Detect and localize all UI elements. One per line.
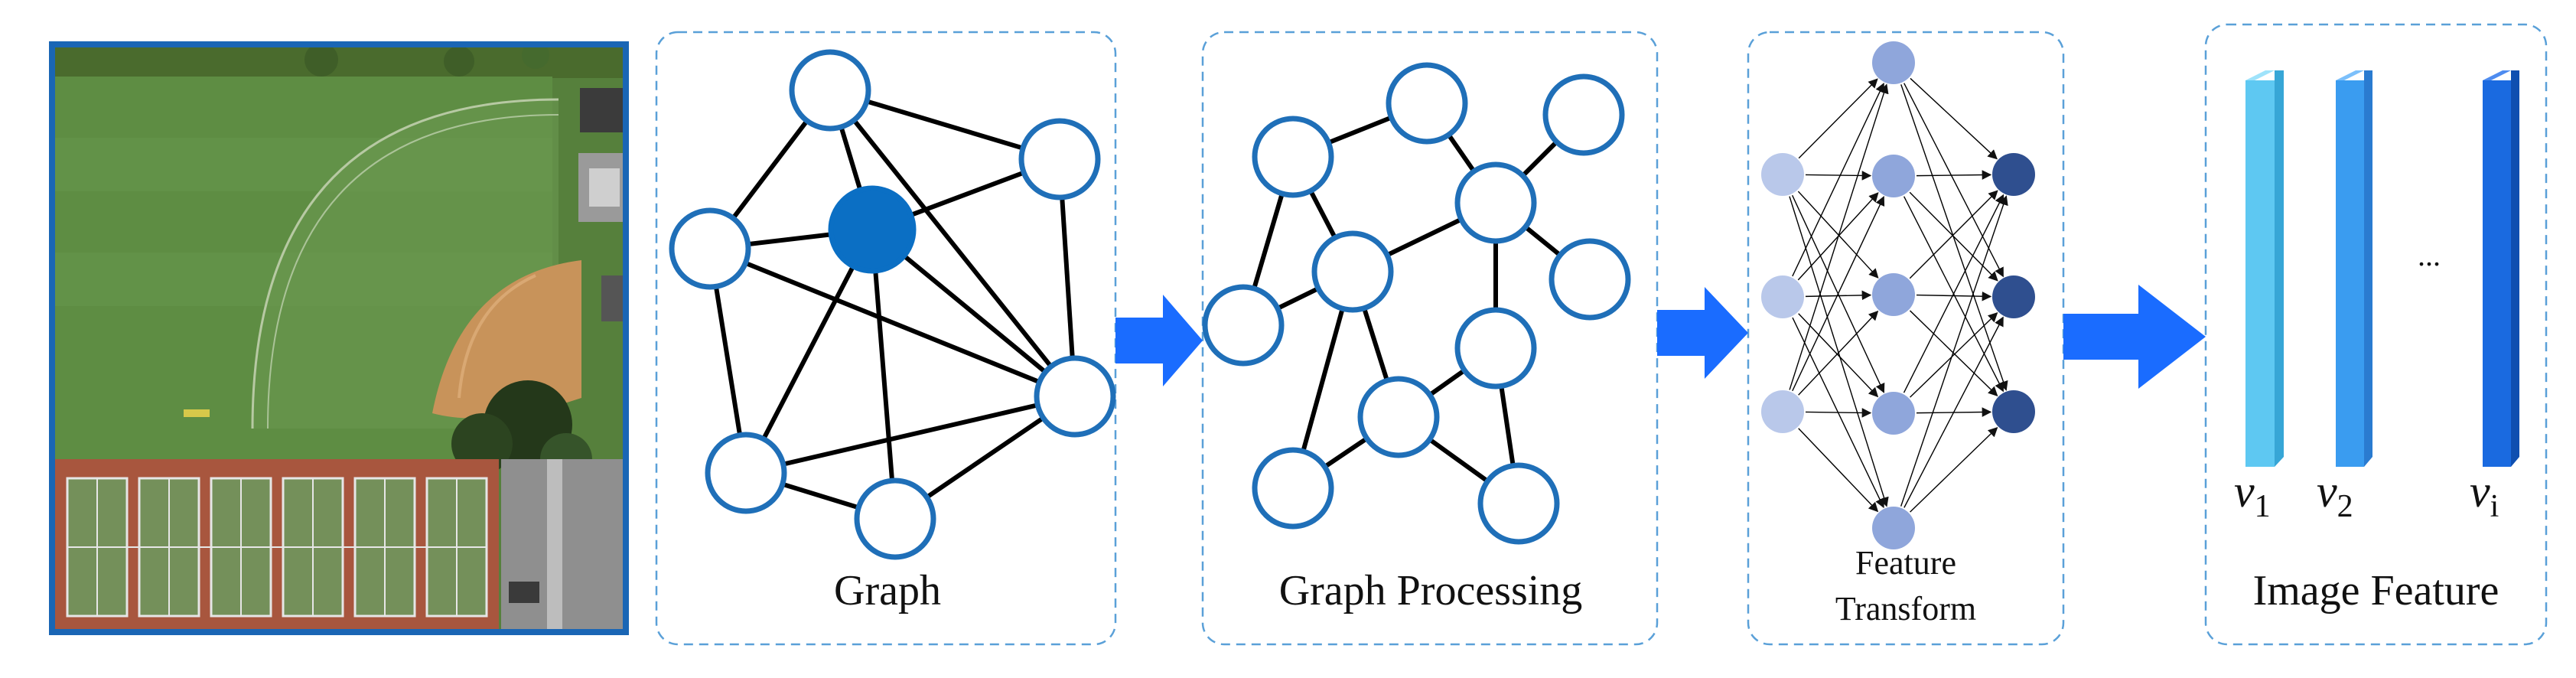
aerial-image — [49, 41, 629, 635]
input-neuron — [1761, 275, 1804, 318]
input-neuron — [1761, 390, 1804, 433]
network-neurons — [1761, 41, 2035, 549]
network-connection — [1789, 196, 1889, 507]
right-arrow-icon — [1115, 295, 1203, 386]
network-connection — [1798, 428, 1879, 513]
network-connection — [1792, 196, 1885, 392]
processing-panel-frame — [1201, 31, 1659, 646]
network-connection — [1805, 290, 1872, 301]
output-neuron — [1992, 390, 2035, 433]
hidden-neuron — [1872, 392, 1915, 435]
network-connection — [1805, 171, 1872, 181]
network-connection — [1909, 191, 1998, 282]
right-arrow-icon — [1657, 287, 1748, 379]
output-neuron — [1992, 275, 2035, 318]
processing-node — [1357, 376, 1440, 458]
hidden-neuron — [1872, 507, 1915, 549]
network-connection — [1789, 83, 1889, 390]
graph-edge — [708, 246, 1076, 399]
network-connection — [1798, 310, 1879, 396]
network-connection — [1910, 311, 1998, 398]
flow-arrows — [1115, 285, 2206, 389]
network-connection — [1904, 316, 2004, 508]
processing-node — [1549, 238, 1631, 321]
processing-node — [1252, 447, 1334, 530]
transform-label-line1: Feature — [1855, 544, 1956, 582]
graph-node — [789, 49, 871, 132]
processing-nodes — [1202, 62, 1631, 545]
processing-node — [1252, 116, 1334, 198]
feature-vector-2 — [2336, 70, 2372, 467]
network-connection — [1916, 291, 1992, 302]
selected-graph-node — [828, 185, 917, 274]
hidden-neuron — [1872, 273, 1915, 316]
vector-label-i: vi — [2470, 466, 2499, 524]
vector-label-1: v1 — [2234, 466, 2271, 524]
processing-node — [1542, 73, 1625, 156]
image-feature-panel-frame — [2204, 23, 2548, 646]
network-connection — [1904, 83, 2004, 278]
network-connection — [1909, 190, 1998, 279]
graph-node — [705, 432, 787, 514]
processing-node — [1386, 62, 1468, 145]
graph-label: Graph — [834, 567, 941, 614]
graph-edge — [828, 89, 1077, 398]
processing-node — [1454, 307, 1537, 390]
graph-edge — [745, 394, 1076, 475]
network-connection — [1909, 310, 1998, 396]
graph-node — [1018, 118, 1101, 200]
processing-node — [1202, 284, 1285, 367]
network-connection — [1903, 194, 2004, 393]
hidden-neuron — [1872, 41, 1915, 84]
network-connection — [1900, 195, 2008, 507]
processing-label: Graph Processing — [1278, 567, 1583, 614]
network-connection — [1910, 77, 1998, 160]
graph-node — [669, 207, 751, 290]
processing-node — [1454, 161, 1537, 244]
hidden-neuron — [1872, 155, 1915, 197]
image-feature-label: Image Feature — [2252, 567, 2499, 614]
graph-panel-frame — [655, 31, 1117, 646]
input-neuron — [1761, 153, 1804, 196]
network-connection — [1798, 78, 1878, 159]
network-connection — [1910, 426, 1998, 513]
feature-vectors — [2245, 70, 2519, 467]
network-connection — [1798, 313, 1879, 398]
feature-vector-i — [2483, 70, 2519, 467]
network-connection — [1916, 170, 1992, 180]
graph-edge — [870, 229, 897, 520]
processing-node — [1477, 462, 1560, 545]
ellipsis: ... — [2418, 238, 2441, 272]
output-neuron — [1992, 153, 2035, 196]
processing-node — [1311, 230, 1394, 313]
graph-nodes — [669, 49, 1116, 560]
vector-label-2: v2 — [2317, 466, 2353, 524]
network-connections — [1789, 77, 2008, 513]
transform-label-line2: Transform — [1835, 590, 1977, 627]
graph-node — [1034, 355, 1116, 438]
graph-edge — [744, 228, 874, 474]
right-arrow-icon — [2063, 285, 2206, 389]
network-connection — [1797, 191, 1879, 279]
network-connection — [1792, 82, 1884, 277]
graph-node — [854, 478, 936, 560]
feature-vector-1 — [2245, 70, 2284, 467]
network-connection — [1900, 84, 2008, 391]
